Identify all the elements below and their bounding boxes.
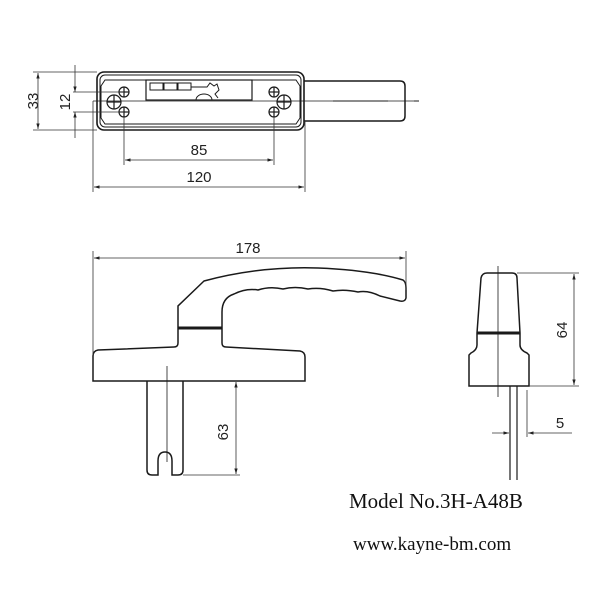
side-knob	[476, 272, 521, 334]
latch-cam	[195, 93, 213, 101]
dim-hole-spacing-horizontal: 85	[191, 142, 208, 159]
website-url: www.kayne-bm.com	[353, 534, 512, 555]
front-view	[92, 267, 407, 476]
dim-side-height: 64	[554, 322, 571, 339]
screw-holes-left	[106, 86, 130, 118]
dim-spindle-width: 5	[556, 415, 564, 432]
spindle	[146, 381, 184, 476]
side-view-dimensions	[492, 272, 579, 437]
handle-base	[92, 329, 306, 382]
dim-overall-width: 120	[186, 169, 211, 186]
latch-tooth	[149, 82, 164, 91]
lever-handle	[177, 267, 407, 329]
latch-tooth	[163, 82, 178, 91]
side-base	[468, 333, 530, 387]
top-view-dimensions	[33, 65, 306, 192]
side-view	[468, 266, 530, 480]
latch-tooth	[177, 82, 192, 91]
front-view-dimensions	[92, 251, 407, 476]
dim-spindle-length: 63	[215, 424, 232, 441]
dim-overall-length: 178	[235, 240, 260, 257]
base-plate-recess	[100, 79, 301, 125]
latch-slot	[145, 79, 253, 101]
dim-hole-spacing-vertical: 12	[57, 94, 74, 111]
screw-holes-right	[268, 86, 292, 118]
model-number: Model No.3H-A48B	[349, 489, 523, 513]
handle-stub	[304, 80, 406, 122]
top-view	[93, 71, 419, 131]
dim-overall-height: 33	[25, 93, 42, 110]
